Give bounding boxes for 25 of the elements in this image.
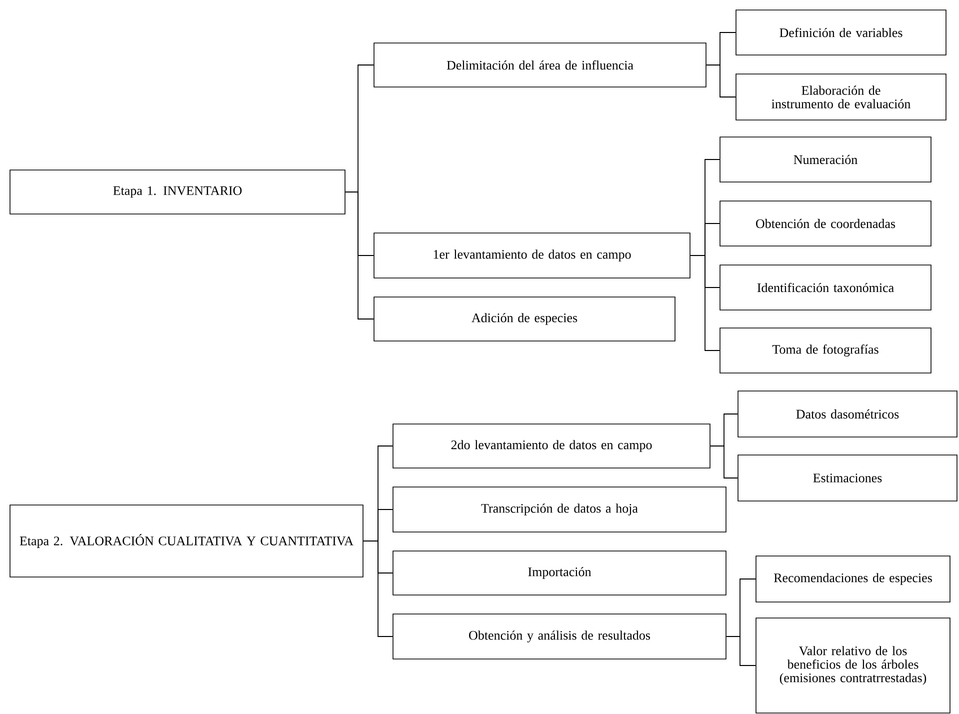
process-box: Estimaciones	[738, 454, 958, 502]
process-box: 2do levantamiento de datos en campo	[392, 424, 710, 468]
process-box: Recomendaciones de especies	[756, 556, 950, 602]
process-box: 1er levantamiento de datos en campo	[374, 232, 690, 278]
process-box: Valor relativo de los beneficios de los árboles (emisiones contratrrestadas)	[756, 618, 950, 714]
connector	[690, 255, 720, 351]
process-box: Etapa 2. VALORACIÓN CUALITATIVA Y CUANTITATIVA	[10, 504, 364, 578]
connector	[362, 540, 394, 637]
process-box: Obtención de coordenadas	[720, 200, 932, 246]
process-box: Adición de especies	[374, 296, 676, 342]
process-box: Importación	[392, 550, 726, 596]
process-box: Identificación taxonómica	[720, 264, 932, 310]
process-box: Delimitación del área de influencia	[374, 42, 706, 88]
process-box: Transcripción de datos a hoja	[392, 486, 726, 532]
process-box: Definición de variables	[736, 10, 946, 56]
connector	[710, 446, 738, 478]
connector	[706, 64, 736, 98]
process-box: Elaboración de instrumento de evaluación	[736, 74, 946, 120]
connector	[726, 636, 756, 666]
process-box: Datos dasométricos	[738, 390, 958, 438]
process-box: Toma de fotografías	[720, 328, 932, 374]
process-box: Numeración	[720, 136, 932, 182]
connector	[344, 192, 374, 320]
process-box: Obtención y análisis de resultados	[392, 614, 726, 660]
process-box: Etapa 1. INVENTARIO	[10, 170, 346, 214]
